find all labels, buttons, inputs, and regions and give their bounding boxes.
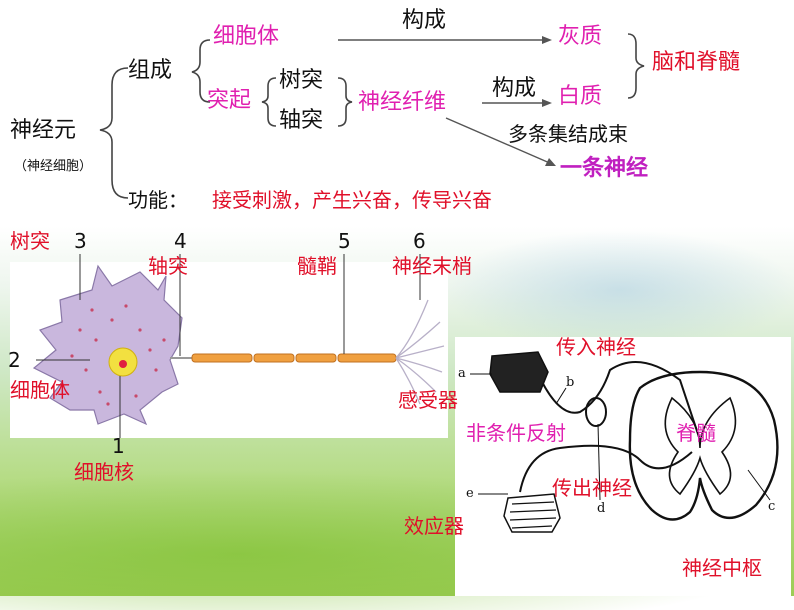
fiber-brace [337, 77, 353, 127]
fig-cell-body-label: 细胞体 [10, 378, 70, 402]
fig-number-2: 2 [8, 348, 21, 372]
cell-body-label: 细胞体 [213, 24, 280, 49]
process-brace [261, 77, 277, 127]
function-label: 功能： [128, 188, 188, 212]
diagram-lines [32, 33, 779, 533]
fig-nerve-ending-label: 神经末梢 [392, 254, 472, 278]
fig-number-3: 3 [74, 229, 87, 253]
fig-number-1: 1 [112, 434, 125, 458]
fig-number-5: 5 [338, 229, 351, 253]
neuron-title: 神经元 [10, 118, 77, 143]
main-brace [99, 67, 129, 199]
neuron-drawing [32, 254, 445, 438]
background-blur [440, 230, 794, 350]
reflex-drawing [470, 351, 779, 533]
efferent-nerve-label: 传出神经 [552, 476, 632, 500]
matter-brace [627, 33, 645, 99]
fig-dendrite-label: 树突 [10, 229, 50, 253]
effector-label: 效应器 [404, 514, 464, 538]
unconditioned-reflex-label: 非条件反射 [466, 421, 566, 445]
bundle-label: 多条集结成束 [508, 122, 628, 146]
gray-matter-label: 灰质 [558, 24, 603, 49]
fig-receptor-label: 感受器 [398, 388, 458, 412]
form-label-1: 构成 [402, 8, 447, 33]
function-text: 接受刺激，产生兴奋，传导兴奋 [212, 188, 492, 212]
reflex-letter-d: d [597, 501, 606, 516]
axon-label: 轴突 [279, 108, 324, 133]
dendrite-label: 树突 [279, 68, 324, 93]
nerve-center-label: 神经中枢 [682, 556, 762, 580]
brain-spinal-label: 脑和脊髓 [652, 50, 741, 75]
fig-number-6: 6 [413, 229, 426, 253]
reflex-letter-c: c [768, 499, 776, 514]
composition-label: 组成 [128, 58, 173, 83]
reflex-letter-a: a [458, 366, 466, 381]
nerve-fiber-label: 神经纤维 [358, 90, 447, 115]
afferent-nerve-label: 传入神经 [556, 335, 636, 359]
composition-brace [191, 39, 211, 103]
fig-number-4: 4 [174, 229, 187, 253]
form-label-2: 构成 [492, 76, 537, 101]
reflex-letter-b: b [566, 375, 575, 390]
neuron-note: （神经细胞） [14, 159, 93, 174]
process-label: 突起 [207, 88, 252, 113]
white-matter-label: 白质 [558, 84, 603, 109]
fig-axon-label: 轴突 [148, 254, 188, 278]
one-nerve-label: 一条神经 [560, 156, 649, 181]
spinal-cord-label: 脊髓 [676, 421, 716, 445]
reflex-letter-e: e [466, 486, 474, 501]
fig-nucleus-label: 细胞核 [74, 460, 134, 484]
fig-myelin-label: 髓鞘 [297, 254, 337, 278]
